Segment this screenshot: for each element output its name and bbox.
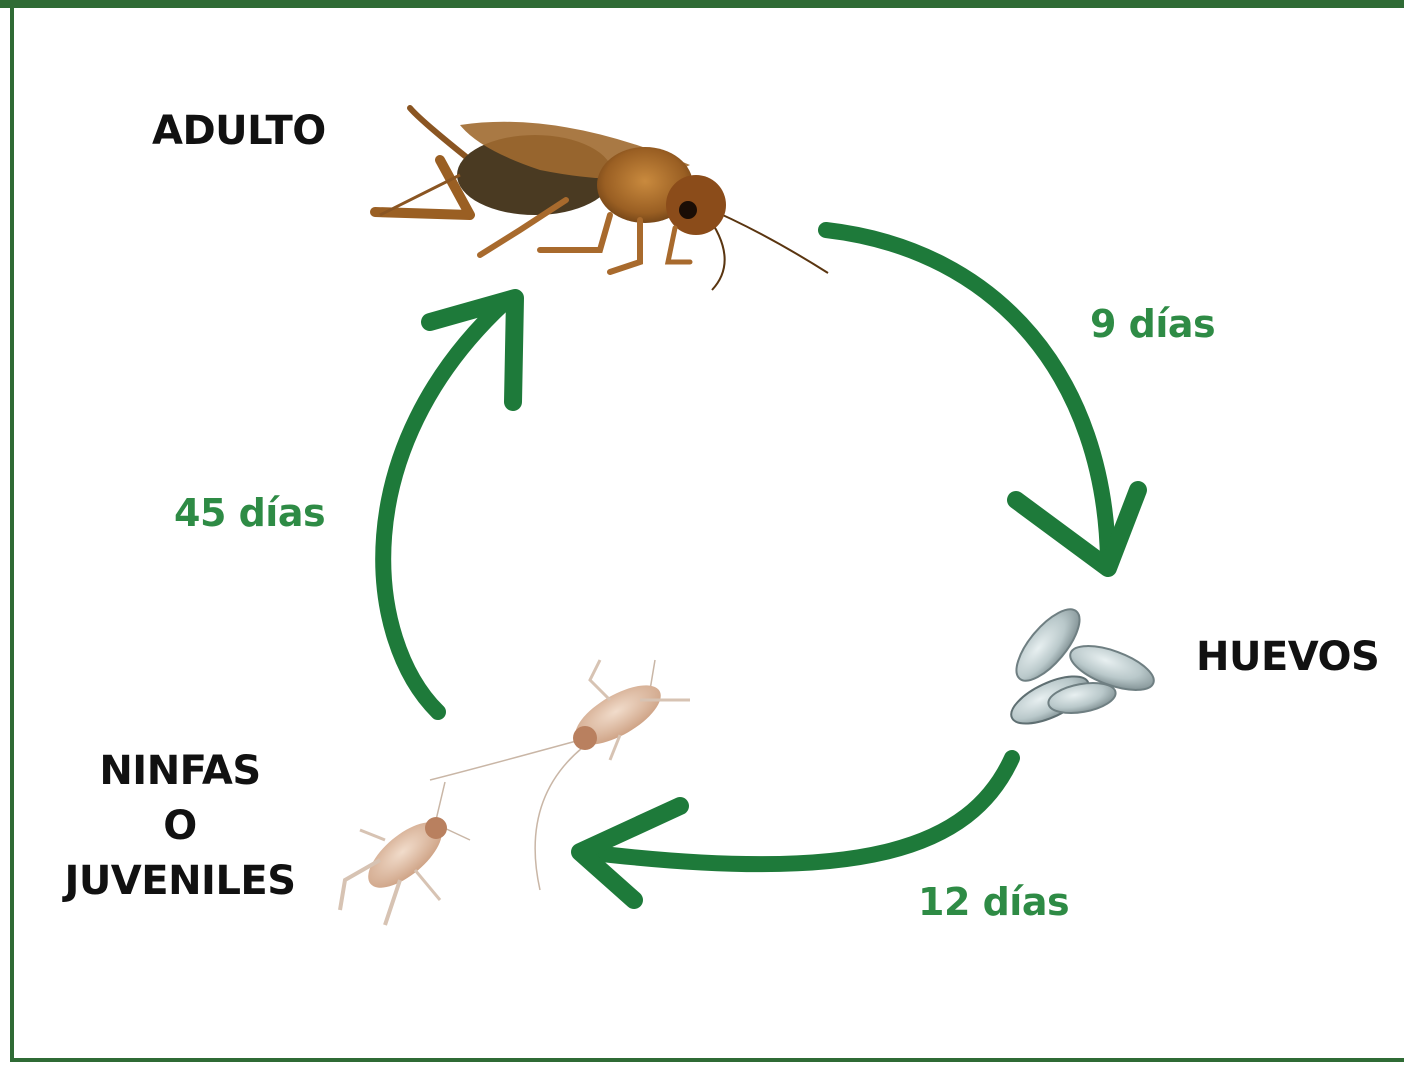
arrow-nymphs-to-adult [383, 298, 515, 712]
adult-cricket-icon [375, 108, 828, 290]
arrow-eggs-to-nymphs [580, 758, 1012, 900]
nymph-icon [340, 782, 470, 925]
stage-label-adult: ADULTO [152, 108, 326, 154]
stage-label-eggs: HUEVOS [1196, 634, 1379, 680]
duration-label-eggs-to-nymphs: 12 días [918, 880, 1069, 924]
duration-label-nymphs-to-adult: 45 días [174, 491, 325, 535]
stage-label-nymphs: NINFAS O JUVENILES [40, 744, 320, 909]
stage-label-nymphs-line2: O [40, 799, 320, 854]
duration-label-adult-to-eggs: 9 días [1090, 302, 1215, 346]
stage-label-nymphs-line3: JUVENILES [40, 854, 320, 909]
arrow-adult-to-eggs [826, 230, 1138, 568]
stage-label-nymphs-line1: NINFAS [40, 744, 320, 799]
eggs-icon [1005, 600, 1159, 733]
